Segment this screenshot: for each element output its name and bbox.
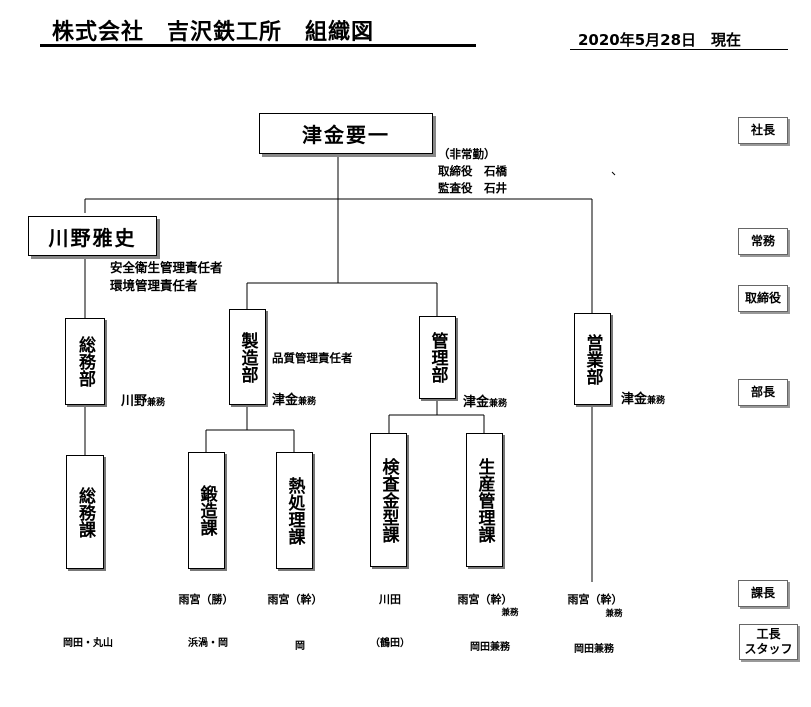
section-eigyo-head-suffix: 兼務 <box>605 609 623 619</box>
page-title: 株式会社 吉沢鉄工所 組織図 <box>52 20 375 45</box>
president-name: 津金要一 <box>302 123 390 147</box>
dept-somu: 総務部 <box>65 318 105 405</box>
dept-eigyo-manager: 津金兼務 <box>621 392 666 407</box>
section-tanzo-staff: 浜渦・岡 <box>188 638 228 649</box>
section-somuka-staff: 岡田・丸山 <box>63 638 113 649</box>
dept-somu-name: 総務部 <box>75 336 95 387</box>
president-box: 津金要一 <box>259 113 433 154</box>
level-foreman-staff: 工長 スタッフ <box>739 624 798 660</box>
section-tanzo-head: 雨宮（勝） <box>178 593 234 606</box>
dept-kanri-manager: 津金兼務 <box>463 395 508 410</box>
dept-seizo-name: 製造部 <box>237 331 258 383</box>
dept-kanri-name: 管理部 <box>427 332 448 383</box>
section-netsu-head: 雨宮（幹） <box>267 593 323 606</box>
section-seisan-name: 生産管理課 <box>474 457 495 543</box>
dept-kanri: 管理部 <box>419 316 456 399</box>
section-eigyo-head: 雨宮（幹） <box>567 593 623 606</box>
section-netsu-name: 熱処理課 <box>284 476 305 545</box>
stray-mark <box>611 171 616 176</box>
level-dept-head: 部長 <box>738 379 788 406</box>
section-netsu-staff: 岡 <box>295 641 305 652</box>
level-section-head: 課長 <box>738 580 788 607</box>
dept-seizo-role: 品質管理責任者 <box>272 351 353 365</box>
section-kensa: 検査金型課 <box>370 433 407 567</box>
managing-director-roles: 安全衛生管理責任者 環境管理責任者 <box>110 260 223 293</box>
section-seisan-staff: 岡田兼務 <box>470 642 510 653</box>
section-tanzo-name: 鍛造課 <box>196 485 217 536</box>
level-director: 取締役 <box>738 285 788 312</box>
level-president: 社長 <box>738 117 788 144</box>
section-eigyo-staff: 岡田兼務 <box>574 644 614 655</box>
section-seisan-head: 雨宮（幹） <box>457 593 513 606</box>
dept-seizo-manager: 津金兼務 <box>272 393 317 408</box>
dept-seizo: 製造部 <box>229 309 266 405</box>
president-note: （非常勤） 取締役 石橋 監査役 石井 <box>438 147 507 195</box>
section-netsu: 熱処理課 <box>276 452 313 569</box>
section-seisan: 生産管理課 <box>466 433 503 567</box>
section-kensa-name: 検査金型課 <box>378 457 399 543</box>
section-tanzo: 鍛造課 <box>188 452 225 569</box>
level-managing: 常務 <box>738 228 788 255</box>
managing-director-box: 川野雅史 <box>28 216 157 256</box>
as-of-date: 2020年5月28日 現在 <box>578 31 742 49</box>
dept-eigyo-name: 営業部 <box>582 333 603 385</box>
dept-somu-manager: 川野兼務 <box>121 394 166 409</box>
date-underline <box>570 49 788 50</box>
section-kensa-staff: （鶴田） <box>370 638 410 649</box>
dept-eigyo: 営業部 <box>574 313 611 405</box>
section-seisan-head-suffix: 兼務 <box>501 608 519 618</box>
managing-director-name: 川野雅史 <box>48 225 137 250</box>
section-kensa-head: 川田 <box>379 593 401 606</box>
section-somuka: 総務課 <box>66 455 104 569</box>
title-underline <box>40 44 476 47</box>
section-somuka-name: 総務課 <box>75 486 95 538</box>
